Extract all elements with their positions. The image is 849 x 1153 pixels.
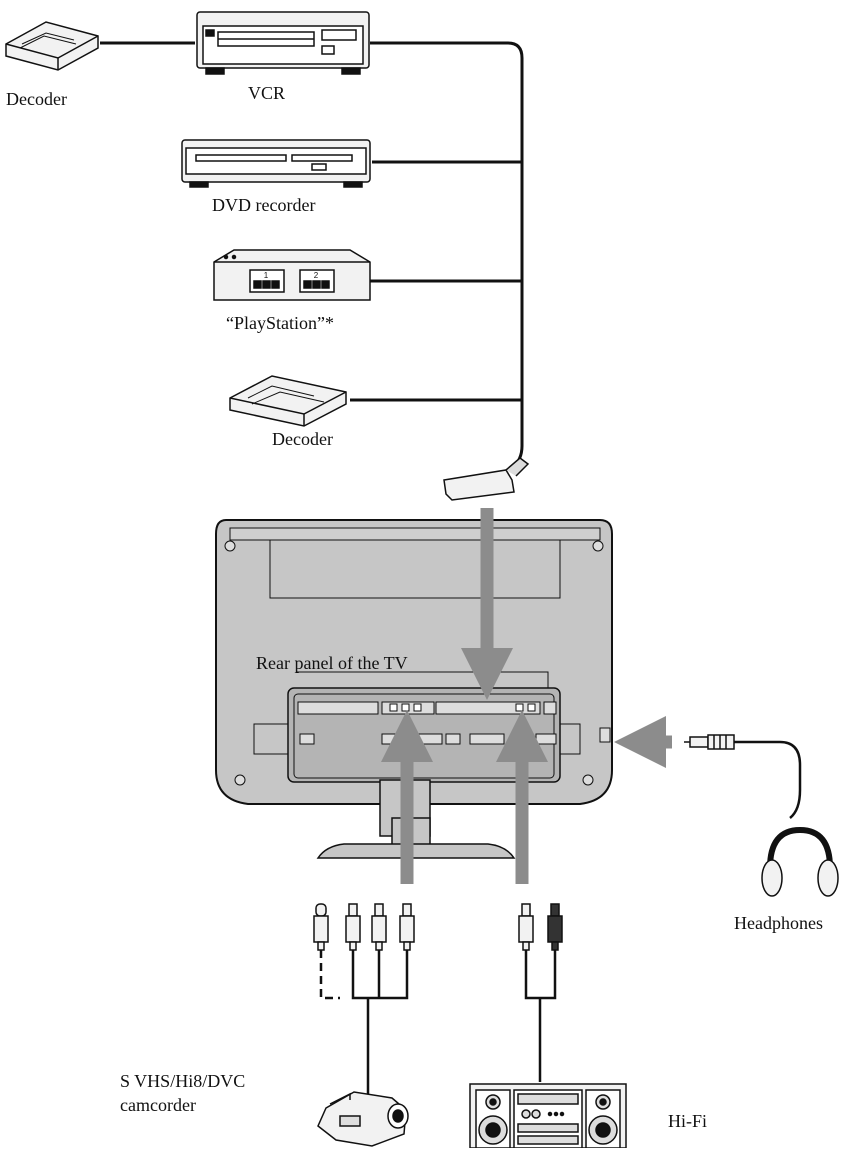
label-playstation: “PlayStation”* [226, 313, 334, 333]
label-camcorder-line1: S VHS/Hi8/DVC [120, 1071, 246, 1091]
decoder-top-icon [5, 21, 99, 71]
playstation-port-2: 2 [314, 271, 319, 280]
label-hifi: Hi-Fi [668, 1111, 708, 1131]
label-headphones: Headphones [734, 913, 823, 933]
decoder-mid-icon [229, 375, 347, 427]
av-cables [319, 950, 557, 1096]
label-vcr: VCR [248, 83, 286, 103]
label-decoder-mid: Decoder [272, 429, 333, 449]
hifi-icon [469, 1083, 627, 1149]
playstation-port-1: 1 [264, 271, 269, 280]
dvd-recorder-icon [181, 139, 371, 188]
connection-arrows [381, 508, 672, 884]
headphones-icon [684, 734, 839, 897]
label-rear-panel: Rear panel of the TV [256, 653, 408, 673]
label-camcorder-line2: camcorder [120, 1095, 196, 1115]
tv-rear-panel [215, 519, 613, 859]
playstation-icon [213, 249, 371, 301]
scart-plug-icon [443, 457, 530, 501]
vcr-icon [196, 11, 370, 75]
label-dvd-recorder: DVD recorder [212, 195, 316, 215]
label-decoder-top: Decoder [6, 89, 67, 109]
camcorder-icon [317, 1091, 409, 1147]
av-plugs [313, 903, 563, 951]
